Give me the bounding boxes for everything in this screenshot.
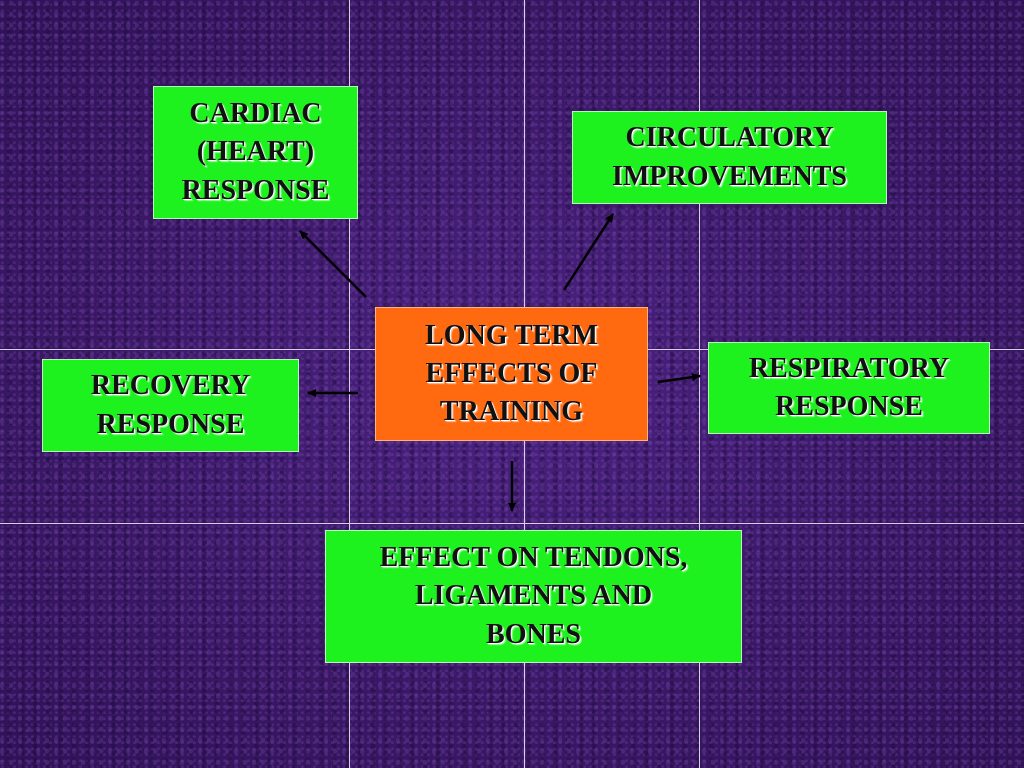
arrow-to-respiratory bbox=[657, 373, 701, 384]
cardiac-response-label: CARDIAC (HEART) RESPONSE bbox=[181, 98, 330, 206]
circulatory-improvements-box: CIRCULATORY IMPROVEMENTS bbox=[572, 111, 887, 204]
circulatory-improvements-label: CIRCULATORY IMPROVEMENTS bbox=[612, 122, 847, 192]
grid-line bbox=[349, 0, 350, 768]
tendons-ligaments-bones-box: EFFECT ON TENDONS, LIGAMENTS AND BONES bbox=[325, 530, 742, 663]
arrow-to-circulatory bbox=[562, 213, 615, 291]
cardiac-response-box: CARDIAC (HEART) RESPONSE bbox=[153, 86, 358, 219]
tendons-ligaments-bones-label: EFFECT ON TENDONS, LIGAMENTS AND BONES bbox=[379, 542, 688, 650]
grid-line bbox=[699, 0, 700, 768]
respiratory-response-box: RESPIRATORY RESPONSE bbox=[708, 342, 990, 434]
respiratory-response-label: RESPIRATORY RESPONSE bbox=[748, 352, 950, 422]
recovery-response-box: RECOVERY RESPONSE bbox=[42, 359, 299, 452]
grid-line bbox=[0, 523, 1024, 524]
long-term-effects-label: LONG TERM EFFECTS OF TRAINING bbox=[425, 319, 598, 428]
recovery-response-label: RECOVERY RESPONSE bbox=[90, 370, 251, 440]
long-term-effects-box: LONG TERM EFFECTS OF TRAINING bbox=[375, 307, 648, 441]
arrow-to-cardiac bbox=[299, 230, 367, 298]
